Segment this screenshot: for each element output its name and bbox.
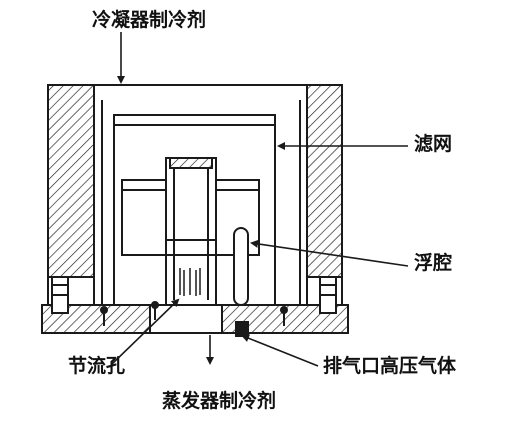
screw-left	[100, 306, 108, 326]
label-evaporator-refrigerant: 蒸发器制冷剂	[162, 390, 277, 412]
float-chamber	[233, 227, 249, 306]
screw-right	[280, 306, 288, 326]
label-throttle-orifice: 节流孔	[68, 355, 126, 377]
label-filter-screen: 滤网	[414, 133, 453, 155]
bolt-left	[51, 276, 69, 314]
bolt-right	[319, 276, 337, 314]
exhaust-port-fitting	[235, 321, 249, 337]
label-float-chamber: 浮腔	[414, 252, 453, 274]
left-wall	[47, 84, 95, 278]
stem-cap	[169, 157, 213, 169]
exhaust-leader	[241, 334, 319, 367]
label-exhaust-port: 排气口高压气体	[323, 355, 457, 377]
screw-mid	[151, 301, 159, 320]
right-wall	[306, 84, 343, 278]
float-leader	[250, 239, 409, 267]
orifice-leader	[111, 298, 180, 365]
label-condenser-refrigerant: 冷凝器制冷剂	[92, 9, 207, 31]
